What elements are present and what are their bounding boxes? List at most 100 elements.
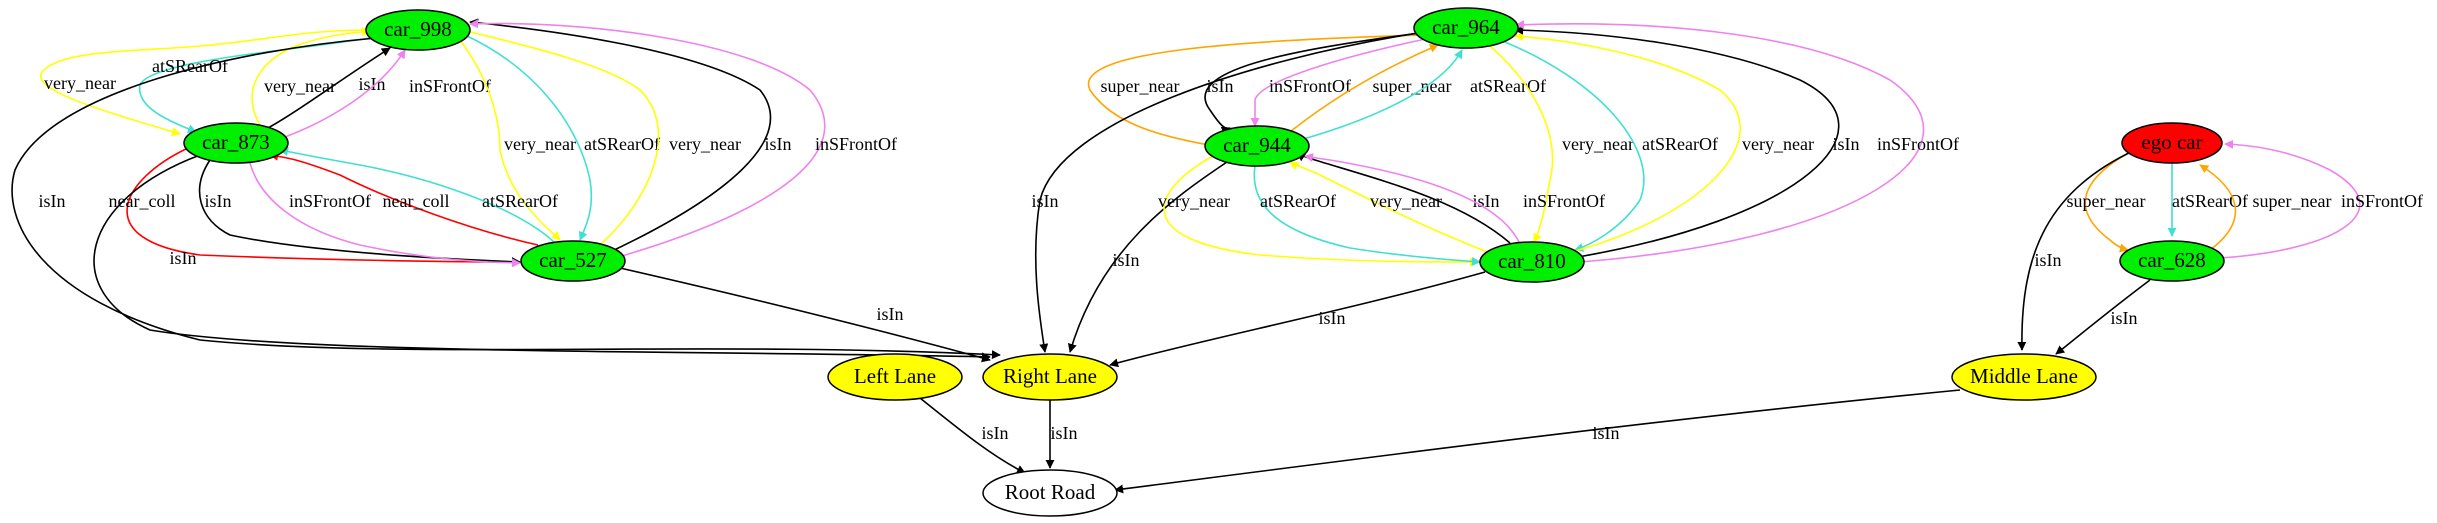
- edge-car-873-to-right-lane: isIn: [93, 154, 991, 362]
- edge-line: [267, 47, 391, 129]
- edge-car-998-to-car-527: very_near: [459, 39, 576, 241]
- node-label: Root Road: [1005, 480, 1096, 504]
- edge-label: very_near: [264, 76, 336, 96]
- edge-line: [39, 29, 373, 136]
- edge-line: [1067, 159, 1231, 353]
- edge-line: [2084, 151, 2131, 253]
- node-root-road: Root Road: [982, 469, 1118, 517]
- node-ellipse: [365, 9, 471, 51]
- edge-line: [1163, 154, 1479, 267]
- edge-car-944-to-car-810: very_near: [1158, 154, 1479, 267]
- node-car-964: car_964: [1413, 7, 1519, 49]
- edge-line: [249, 162, 521, 268]
- node-label: car_944: [1223, 133, 1291, 157]
- node-label: car_628: [2138, 248, 2206, 272]
- node-ellipse: [183, 122, 289, 164]
- edge-label: isIn: [1051, 423, 1078, 443]
- edge-line: [1114, 389, 1961, 494]
- edge-label: inSFrontOf: [1877, 134, 1959, 154]
- edge-line: [93, 154, 991, 362]
- edge-label: inSFrontOf: [289, 191, 371, 211]
- node-ellipse: [827, 353, 963, 401]
- edge-label: very_near: [1370, 191, 1442, 211]
- edge-line: [284, 49, 406, 138]
- edge-car-628-to-ego-car: inSFrontOf: [2219, 139, 2423, 259]
- edge-line: [1514, 25, 1840, 259]
- edge-car-964-to-right-lane: isIn: [1032, 32, 1419, 353]
- edge-car-944-to-car-964: super_near: [1289, 44, 1452, 133]
- nodes-layer: car_998 car_873 car_527 car_964 car_944 car_8…: [183, 7, 2225, 517]
- edge-ego-car-to-car-628: super_near: [2067, 151, 2146, 253]
- node-right-lane: Right Lane: [982, 353, 1118, 401]
- edge-label: super_near: [1373, 76, 1452, 96]
- edge-label: isIn: [1113, 250, 1140, 270]
- edge-line: [469, 19, 826, 259]
- node-car-628: car_628: [2119, 240, 2225, 282]
- edge-label: near_coll: [383, 191, 450, 211]
- edge-car-810-to-car-964: inSFrontOf: [1515, 20, 1959, 263]
- edge-line: [454, 25, 660, 246]
- node-ellipse: [2119, 240, 2225, 282]
- node-ellipse: [1951, 353, 2097, 401]
- edge-car-810-to-car-964: isIn: [1514, 25, 1860, 259]
- edge-label: inSFrontOf: [409, 76, 491, 96]
- node-label: car_527: [539, 248, 607, 272]
- edge-car-944-to-car-810: atSRearOf: [1253, 165, 1481, 266]
- node-ellipse: [520, 240, 626, 282]
- node-car-527: car_527: [520, 240, 626, 282]
- edge-car-527-to-car-998: inSFrontOf: [469, 19, 897, 259]
- edge-car-998-to-car-527: atSRearOf: [464, 34, 660, 241]
- node-car-944: car_944: [1204, 125, 1310, 167]
- edge-line: [1289, 161, 1496, 256]
- edge-label: isIn: [359, 74, 386, 94]
- edge-label: atSRearOf: [1260, 191, 1336, 211]
- edge-car-944-to-car-964: atSRearOf: [1299, 49, 1546, 141]
- edge-label: very_near: [1562, 134, 1634, 154]
- edge-car-998-to-car-873: very_near: [39, 29, 373, 136]
- edge-car-964-to-car-944: inSFrontOf: [1250, 37, 1431, 127]
- edge-line: [279, 147, 556, 244]
- edge-label: atSRearOf: [1642, 134, 1718, 154]
- edge-line: [1204, 32, 1421, 136]
- edge-line: [1250, 37, 1431, 127]
- edge-left-lane-to-root-road: isIn: [919, 397, 1026, 474]
- edge-car-810-to-car-944: very_near: [1289, 161, 1496, 256]
- edge-label: super_near: [2253, 191, 2332, 211]
- edge-car-998-to-right-lane: isIn: [11, 37, 1001, 360]
- edge-line: [269, 151, 539, 246]
- edge-line: [2199, 164, 2237, 251]
- edge-line: [1489, 45, 1554, 243]
- edge-car-527-to-car-873: near_coll: [269, 151, 539, 246]
- edge-line: [2017, 149, 2136, 351]
- edge-label: super_near: [2067, 191, 2146, 211]
- edge-label: atSRearOf: [152, 56, 228, 76]
- edge-label: isIn: [877, 304, 904, 324]
- edge-right-lane-to-root-road: isIn: [1045, 400, 1078, 469]
- edge-label: atSRearOf: [1470, 76, 1546, 96]
- edge-ego-car-to-middle-lane: isIn: [2017, 149, 2136, 351]
- edge-label: very_near: [669, 134, 741, 154]
- node-car-998: car_998: [365, 9, 471, 51]
- node-label: car_810: [1498, 249, 1566, 273]
- edge-line: [1253, 165, 1481, 266]
- edge-label: isIn: [2035, 250, 2062, 270]
- edge-line: [1304, 153, 1521, 245]
- edge-label: isIn: [2111, 308, 2138, 328]
- edge-car-944-to-right-lane: isIn: [1067, 159, 1231, 353]
- edge-car-527-to-car-873: atSRearOf: [279, 147, 558, 244]
- edge-label: very_near: [1158, 191, 1230, 211]
- edge-label: atSRearOf: [584, 134, 660, 154]
- edge-car-527-to-car-998: isIn: [469, 18, 792, 253]
- edge-middle-lane-to-root-road: isIn: [1114, 389, 1961, 494]
- edge-label: isIn: [205, 191, 232, 211]
- edge-line: [11, 37, 1001, 360]
- edge-line: [1499, 39, 1645, 252]
- edge-line: [139, 37, 371, 133]
- edge-car-873-to-car-998: inSFrontOf: [284, 49, 491, 138]
- edge-label: isIn: [1833, 134, 1860, 154]
- node-car-873: car_873: [183, 122, 289, 164]
- edge-label: isIn: [170, 248, 197, 268]
- edge-label: isIn: [982, 423, 1009, 443]
- edge-car-628-to-middle-lane: isIn: [2055, 279, 2151, 355]
- edge-label: inSFrontOf: [1523, 191, 1605, 211]
